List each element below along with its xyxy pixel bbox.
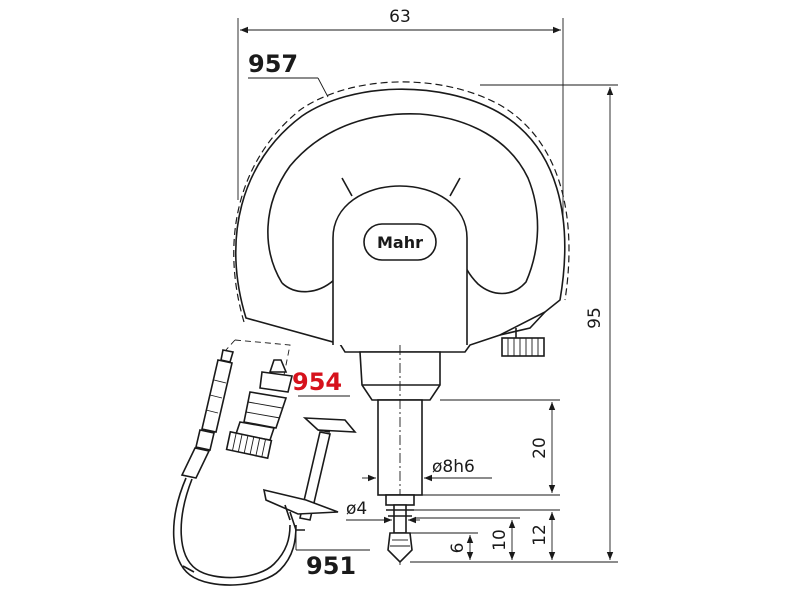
- dimension-label-63: 63: [389, 7, 411, 27]
- cable-release-954: 954: [172, 339, 350, 586]
- dimension-12: 12: [412, 509, 560, 560]
- dimension-10: 10: [414, 517, 520, 560]
- dimension-6: 6: [410, 532, 478, 560]
- part-label-957: 957: [248, 50, 298, 78]
- dimension-label-95: 95: [585, 307, 605, 329]
- dimension-stem-20: 20: [422, 399, 560, 496]
- stem-assembly: [359, 345, 441, 565]
- dimension-label-stem-diameter: ø8h6: [432, 457, 475, 477]
- dial-body: Mahr: [235, 88, 566, 357]
- cover-957: 957: [233, 50, 570, 323]
- clamp-nut: [501, 337, 545, 357]
- dimension-width-63: 63: [237, 7, 564, 220]
- mahr-logo: Mahr: [377, 233, 423, 252]
- dimension-tip-diameter: ø4: [346, 499, 420, 524]
- dimension-label-20: 20: [530, 437, 550, 459]
- dimension-label-12: 12: [530, 524, 550, 546]
- dimension-label-6: 6: [448, 543, 468, 554]
- lifting-lever-951: 951: [262, 417, 370, 580]
- part-label-954: 954: [292, 368, 342, 396]
- dimension-height-95: 95: [410, 84, 618, 563]
- dimension-label-tip-diameter: ø4: [346, 499, 367, 519]
- part-label-951: 951: [306, 552, 356, 580]
- dimension-label-10: 10: [490, 529, 510, 551]
- dimension-stem-diameter: ø8h6: [362, 457, 492, 482]
- mahr-logo-badge: [363, 223, 437, 261]
